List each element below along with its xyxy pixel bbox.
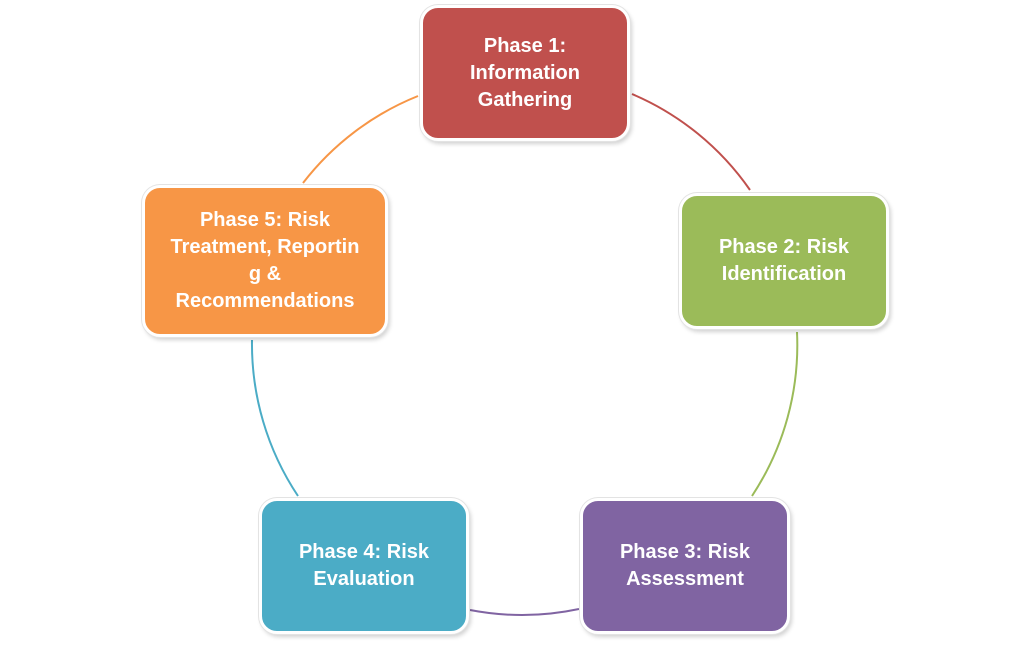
connector-phase-2-to-3 <box>751 331 799 497</box>
phase-2-label: Phase 2: Risk Identification <box>718 236 850 285</box>
connector-phase-1-to-2 <box>631 93 751 191</box>
phase-3-box: Phase 3: Risk Assessment <box>580 498 790 634</box>
phase-3-label: Phase 3: Risk Assessment <box>619 541 751 590</box>
phase-5-label: Phase 5: Risk Treatment, Reportin g & Re… <box>170 209 360 312</box>
phase-2-box: Phase 2: Risk Identification <box>679 193 889 329</box>
phase-1-box: Phase 1: Information Gathering <box>420 5 630 141</box>
phase-4-box: Phase 4: Risk Evaluation <box>259 498 469 634</box>
connector-phase-5-to-1 <box>302 95 419 184</box>
connector-phase-3-to-4 <box>469 608 580 616</box>
phase-1-label: Phase 1: Information Gathering <box>470 34 580 111</box>
connector-phase-4-to-5 <box>250 339 299 497</box>
phase-5-box: Phase 5: Risk Treatment, Reportin g & Re… <box>142 185 388 337</box>
phase-4-label: Phase 4: Risk Evaluation <box>298 541 430 590</box>
